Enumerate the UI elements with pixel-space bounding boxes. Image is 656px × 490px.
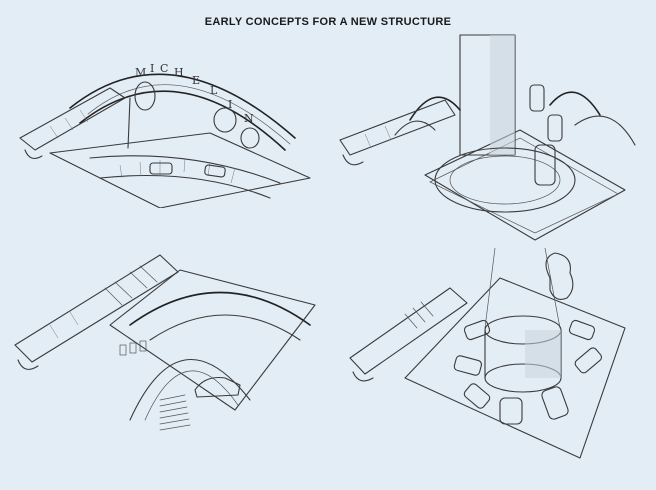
arch-letter: L [210, 84, 218, 97]
arch-letter: M [135, 66, 146, 79]
arch-letter: C [160, 62, 168, 75]
arch-letter: N [244, 112, 254, 125]
arch-letter: E [192, 74, 200, 87]
sketch-car-ring [345, 248, 645, 478]
page-title: EARLY CONCEPTS FOR A NEW STRUCTURE [204, 16, 452, 28]
arch-letter: H [174, 66, 184, 79]
arch-letter: I [150, 62, 154, 75]
sketch-tube-interior [10, 250, 330, 465]
sketch-circular-pavilion [335, 30, 645, 245]
arch-letter: I [228, 98, 232, 111]
sketch-arched-bridge: M I C H E L I N [10, 38, 320, 208]
